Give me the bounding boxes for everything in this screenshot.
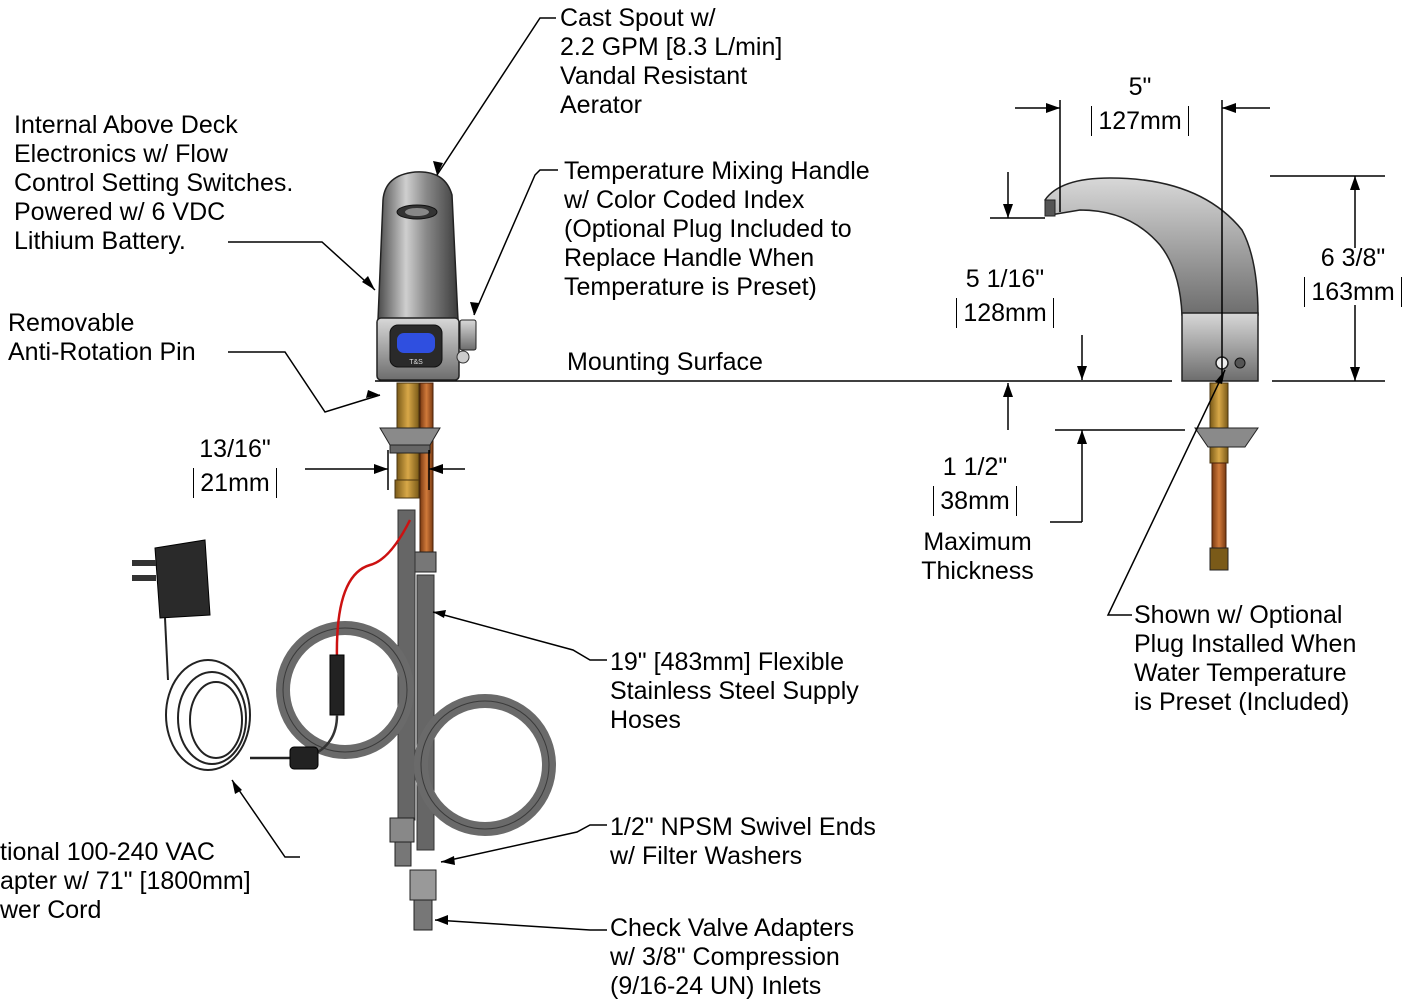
dim-spout-reach: 5"127mm <box>1070 72 1210 136</box>
faucet-side-view <box>1044 177 1259 571</box>
mixing-handle <box>459 319 477 351</box>
svg-text:T&S: T&S <box>409 359 423 366</box>
dim-spout-height: 5 1/16"128mm <box>935 264 1075 328</box>
dim-shank-width: 13/16"21mm <box>170 434 300 498</box>
dim-deck-thickness: 1 1/2"38mm <box>910 452 1040 516</box>
dim-overall-height: 6 3/8"163mm <box>1285 243 1421 307</box>
label-mounting-surface: Mounting Surface <box>567 348 763 376</box>
arrowheads <box>232 103 1360 925</box>
faucet-front-view: T&S <box>276 171 556 931</box>
sensor-window <box>397 333 435 353</box>
label-cast-spout: Cast Spout w/2.2 GPM [8.3 L/min]Vandal R… <box>560 4 783 119</box>
power-adapter <box>132 539 319 771</box>
